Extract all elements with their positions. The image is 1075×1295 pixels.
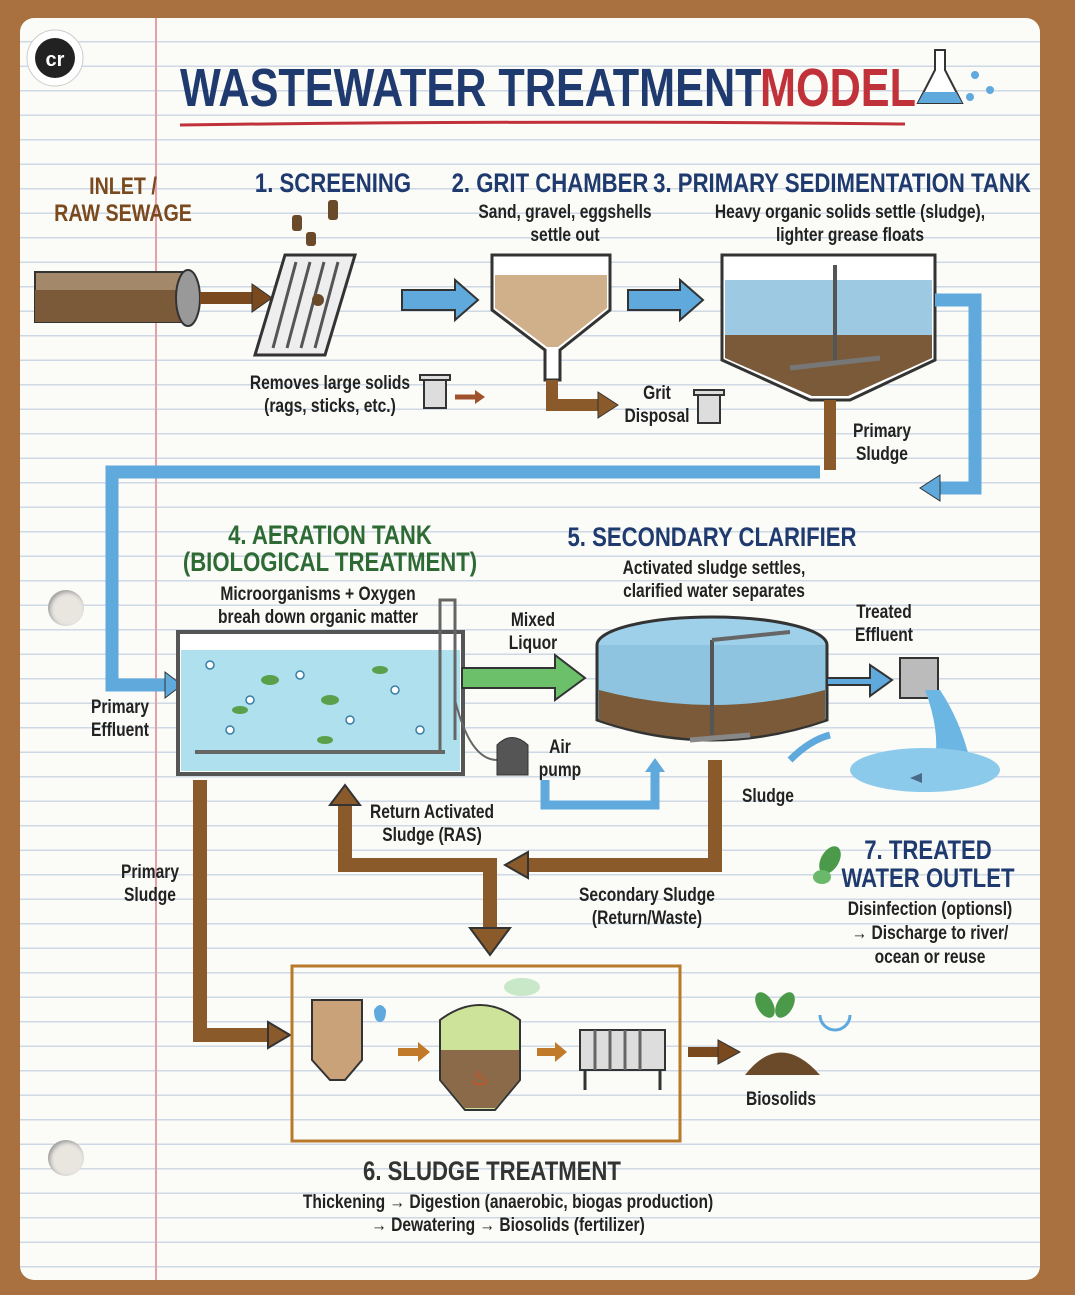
svg-text:cr: cr	[46, 49, 65, 71]
title-main: WASTEWATER TREATMENT	[180, 58, 762, 118]
outlet-note: Disinfection (optionsl)→ Discharge to ri…	[847, 899, 1013, 968]
grit-chamber-tank	[490, 253, 612, 382]
binder-hole	[48, 590, 84, 626]
cr-logo: cr	[26, 29, 84, 87]
bar-screen-icon	[252, 253, 358, 357]
recycle-icon	[818, 1014, 852, 1032]
clarifier-note: Activated sludge settles,clarified water…	[622, 558, 806, 602]
title-model: MODEL	[760, 58, 916, 118]
trash-can-icon	[419, 374, 725, 424]
margin-line	[155, 18, 157, 1280]
aeration-title: 4. AERATION TANK(BIOLOGICAL TREATMENT)	[182, 520, 478, 577]
sludge-treatment-box	[290, 964, 682, 1143]
primary-note: Heavy organic solids settle (sludge),lig…	[714, 202, 986, 246]
inlet-pipe-icon	[34, 269, 201, 327]
inlet-label: INLET /RAW SEWAGE	[54, 173, 192, 227]
flow-arrow	[401, 277, 705, 323]
aeration-tank	[176, 598, 465, 776]
filter-press-icon	[579, 1029, 666, 1090]
secondary-sludge-label: Secondary Sludge(Return/Waste)	[579, 885, 715, 929]
clarifier-title: 5. SECONDARY CLARIFIER	[567, 522, 857, 552]
screening-note: Removes large solids(rags, sticks, etc.)	[249, 373, 411, 417]
binder-hole	[48, 1140, 84, 1176]
grit-chamber-title: 2. GRIT CHAMBER	[451, 168, 649, 198]
sludge-treatment-note: Thickening → Digestion (anaerobic, bioga…	[302, 1192, 714, 1236]
title-underline	[179, 120, 906, 127]
notebook-paper	[20, 18, 1040, 1280]
primary-tank-title: 3. PRIMARY SEDIMENTATION TANK	[653, 168, 1031, 198]
outlet-pipe-icon	[850, 657, 1000, 792]
digester-icon: ♨	[439, 978, 540, 1111]
leaf-icon	[755, 846, 841, 1018]
sludge-pipes	[193, 760, 722, 1042]
secondary-clarifier	[595, 615, 829, 743]
svg-text:♨: ♨	[470, 1065, 490, 1090]
mixed-liquor-arrow	[461, 652, 587, 702]
sludge-treatment-title: 6. SLUDGE TREATMENT	[363, 1156, 621, 1186]
clarifier-sludge-label: Sludge	[742, 786, 794, 807]
air-pump-icon	[496, 737, 529, 776]
flask-icon	[916, 49, 994, 104]
biosolids-label: Biosolids	[745, 1089, 817, 1110]
thickener-icon	[311, 999, 386, 1081]
primary-sedimentation-tank	[720, 253, 937, 402]
screening-title: 1. SCREENING	[254, 168, 412, 198]
biosolids-pile-icon	[745, 1052, 820, 1075]
